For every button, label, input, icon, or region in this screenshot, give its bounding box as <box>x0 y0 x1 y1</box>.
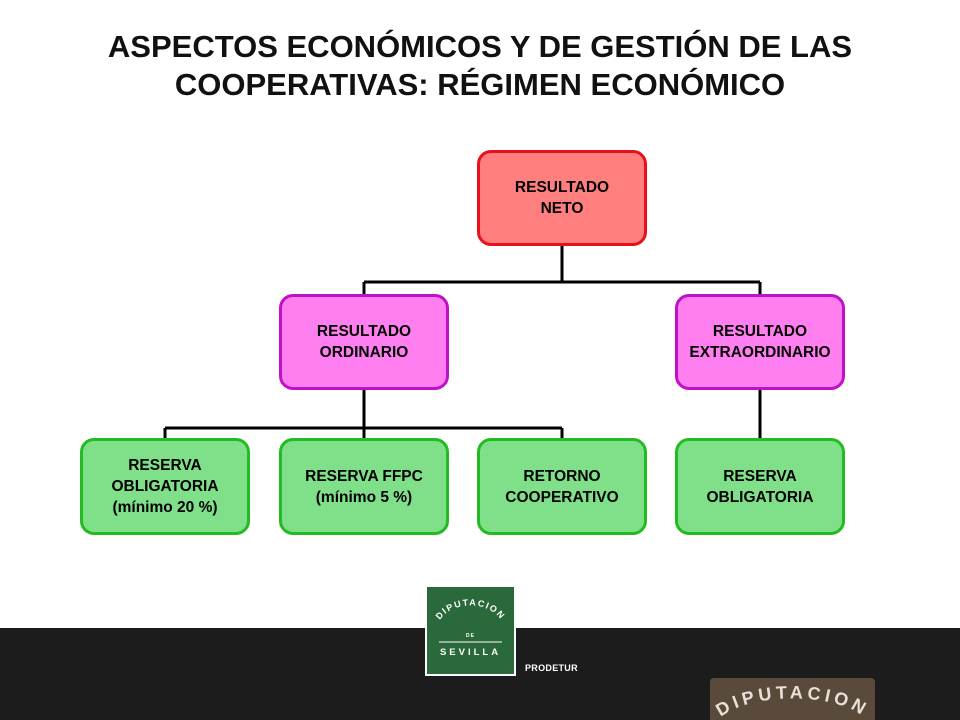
prodetur-label: PRODETUR <box>525 663 578 673</box>
node-resultado-ordinario: RESULTADO ORDINARIO <box>279 294 449 390</box>
node-resultado-extraordinario: RESULTADO EXTRAORDINARIO <box>675 294 845 390</box>
title-line-1: ASPECTOS ECONÓMICOS Y DE GESTIÓN DE LAS <box>107 29 853 64</box>
node-label-line: NETO <box>540 200 584 217</box>
node-reserva-ffpc: RESERVA FFPC (mínimo 5 %) <box>279 438 449 535</box>
diputacion-sevilla-logo: DIPUTACION DE SEVILLA <box>425 585 516 676</box>
node-label-line: RESULTADO <box>712 323 808 340</box>
page-title: ASPECTOS ECONÓMICOS Y DE GESTIÓN DE LAS … <box>0 28 960 104</box>
node-retorno-cooperativo: RETORNO COOPERATIVO <box>477 438 647 535</box>
node-label-line: RESERVA <box>723 467 797 485</box>
node-label-line: RETORNO <box>523 467 601 485</box>
node-label-line: (mínimo 5 %) <box>315 488 413 506</box>
logo-emblem: DIPUTACION DE SEVILLA <box>434 597 508 658</box>
node-label-line: RESERVA <box>128 457 202 474</box>
svg-text:SEVILLA: SEVILLA <box>440 647 501 658</box>
svg-text:DE: DE <box>466 633 475 639</box>
node-label-line: OBLIGATORIA <box>706 488 814 506</box>
node-reserva-obligatoria-ordinario: RESERVA OBLIGATORIA (mínimo 20 %) <box>80 438 250 535</box>
node-resultado-neto: RESULTADO NETO <box>477 150 647 246</box>
node-label-line: (mínimo 20 %) <box>112 499 218 516</box>
node-label-line: OBLIGATORIA <box>111 478 219 495</box>
node-label-line: ORDINARIO <box>319 344 409 361</box>
watermark-emblem: DIPUTACION <box>712 682 873 720</box>
node-reserva-obligatoria-extraordinario: RESERVA OBLIGATORIA <box>675 438 845 535</box>
diputacion-watermark-logo: DIPUTACION <box>710 678 875 720</box>
title-line-2: COOPERATIVAS: RÉGIMEN ECONÓMICO <box>174 67 786 102</box>
svg-text:DIPUTACION: DIPUTACION <box>712 682 873 720</box>
node-label-line: RESERVA FFPC <box>305 467 423 485</box>
node-label-line: COOPERATIVO <box>505 488 619 506</box>
svg-text:DIPUTACION: DIPUTACION <box>434 597 508 621</box>
node-label-line: EXTRAORDINARIO <box>689 344 831 361</box>
node-label-line: RESULTADO <box>316 323 412 340</box>
node-label-line: RESULTADO <box>514 179 610 196</box>
